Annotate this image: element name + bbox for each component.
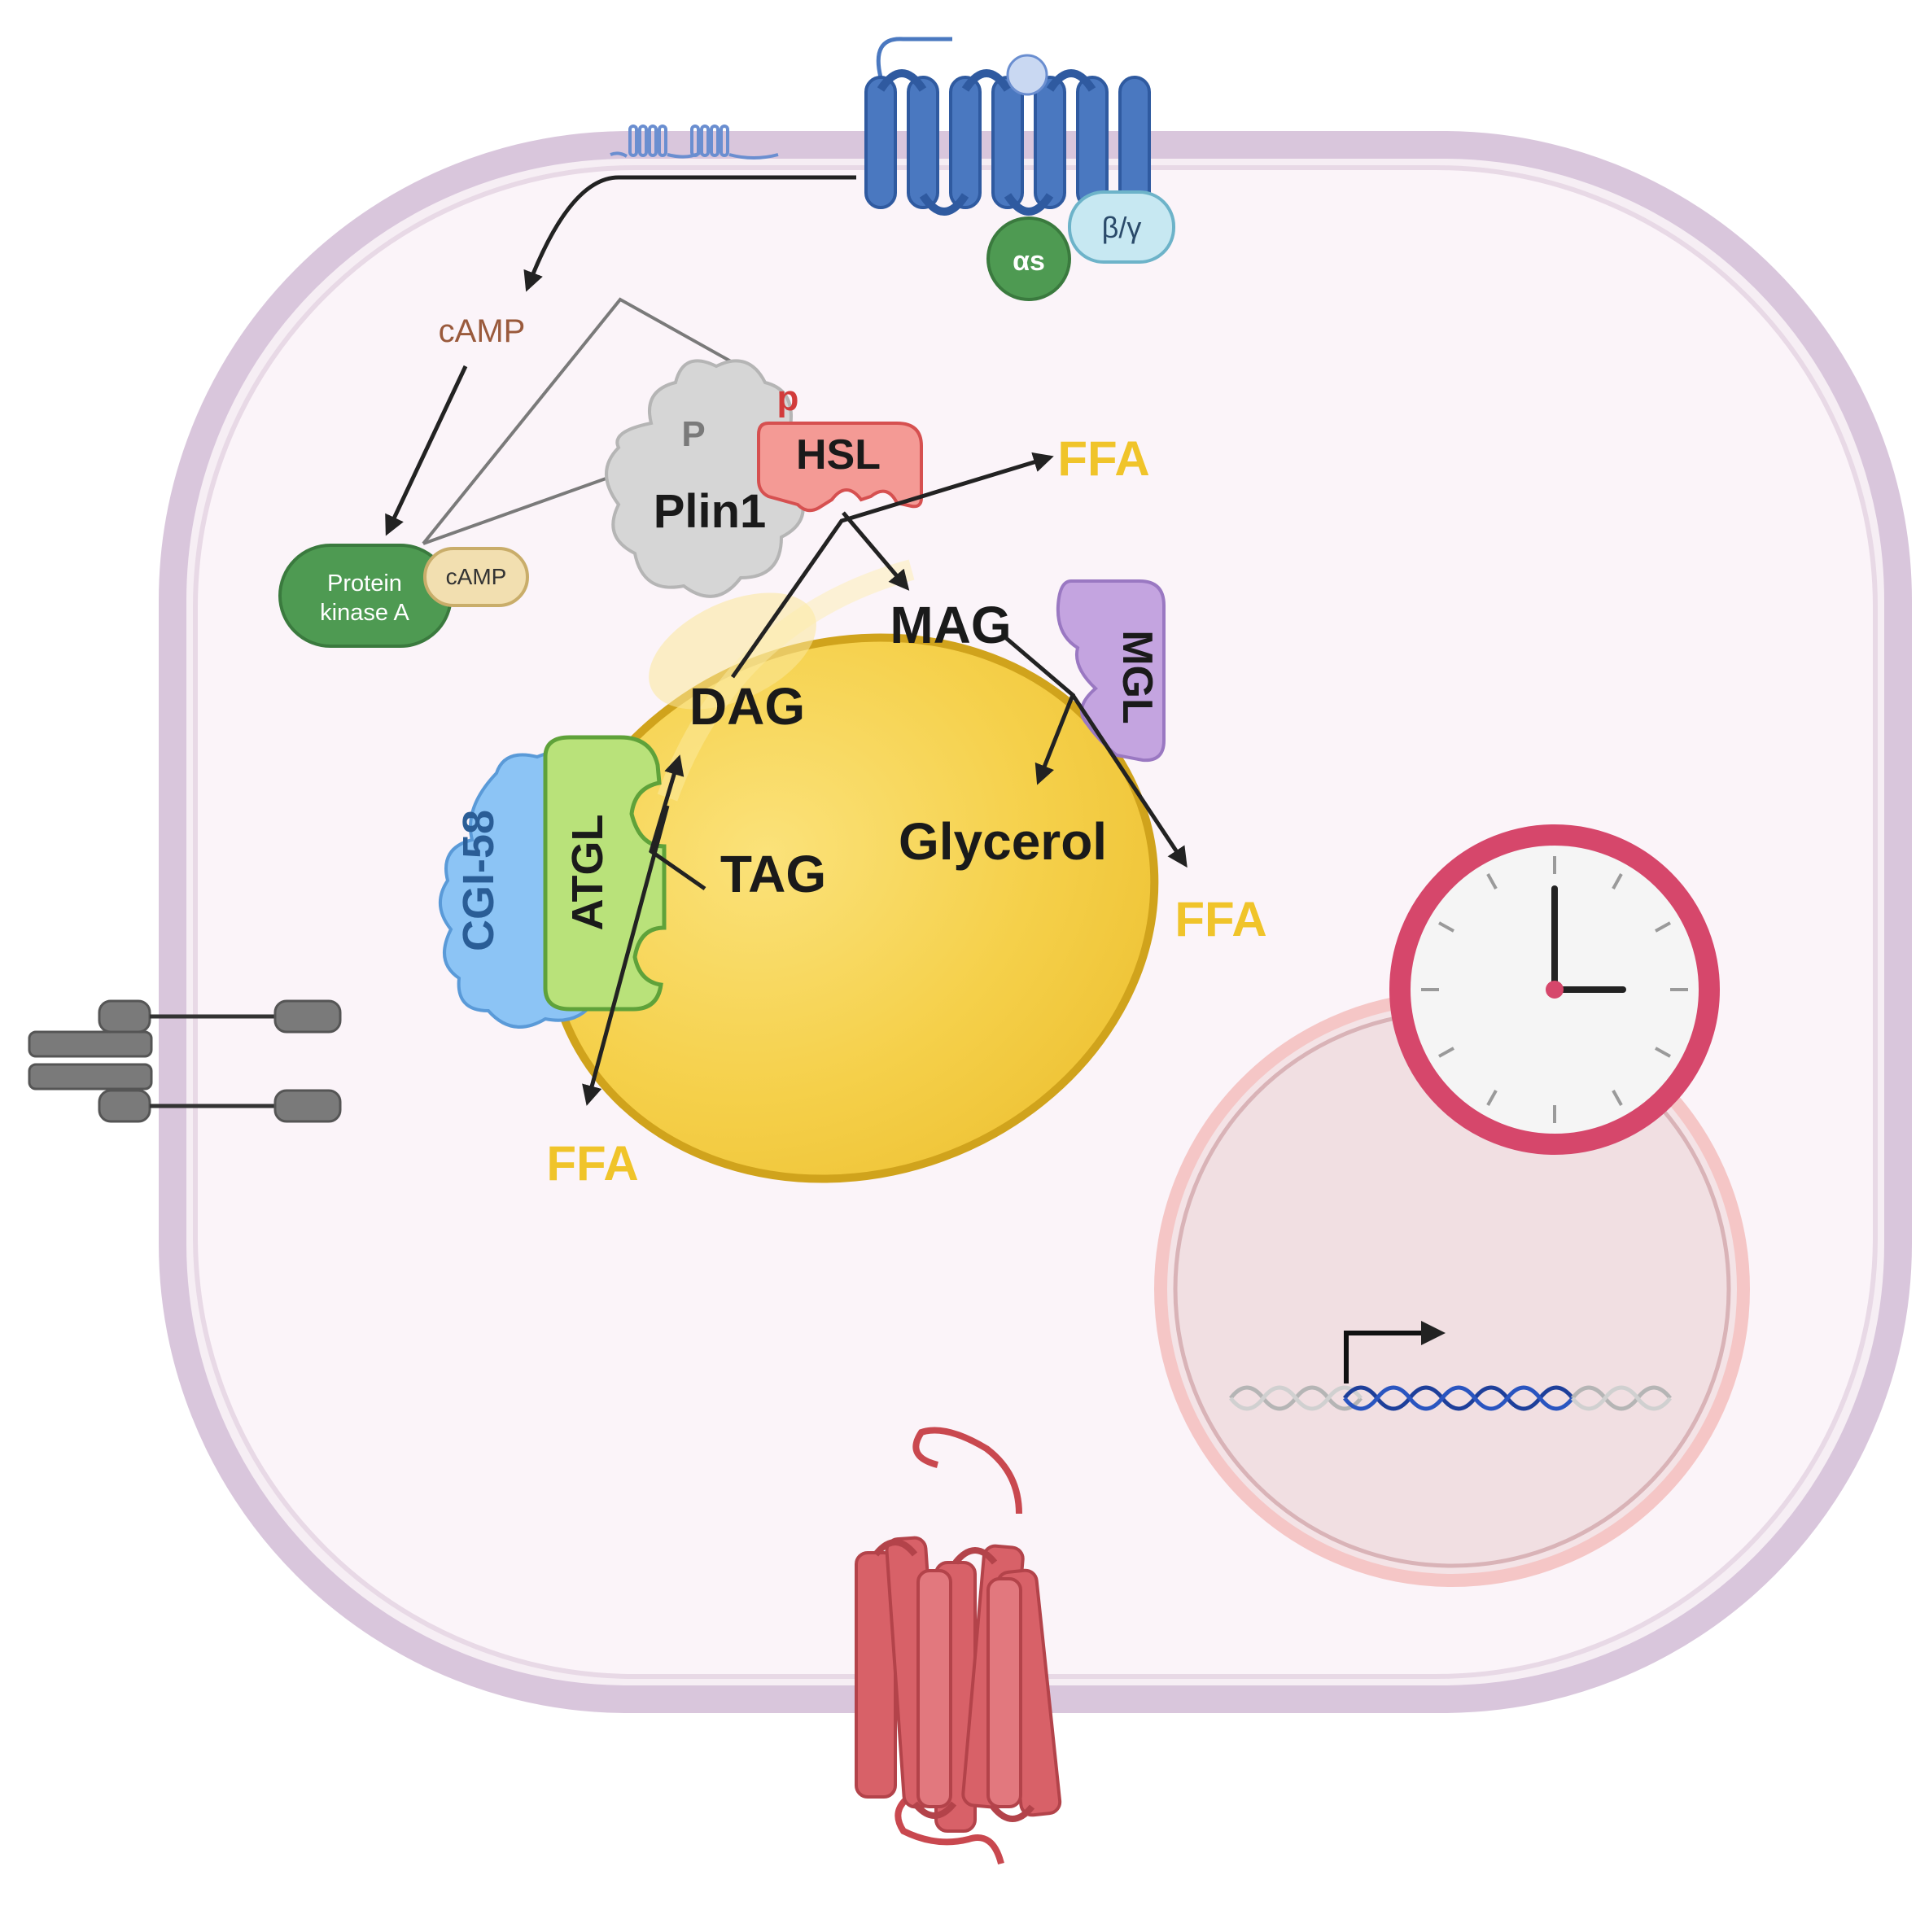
plin1: Plin1 P [605,359,806,598]
pka-label-line1: Protein [327,570,402,597]
glycerol-label: Glycerol [899,812,1107,871]
tag-label: TAG [720,845,826,903]
mag-label: MAG [890,596,1011,654]
atgl-label: ATGL [563,815,612,931]
dag-to-hsl-ffa-arrow [730,452,1054,679]
hsl-to-mag-arrow [842,511,910,591]
g-protein-beta-gamma-icon: β/γ [1068,190,1175,264]
beta-gamma-label: β/γ [1102,211,1142,244]
plin1-phospho-label: P [681,414,705,454]
integrin-receptor-icon [28,999,342,1123]
seven-transmembrane-receptor-icon [855,1427,1062,1865]
lipid-droplet [544,559,1159,1183]
cgi58-label: CGI-58 [454,810,503,951]
mgl-ffa-arrow [1070,693,1188,868]
ffa-right-label: FFA [1174,892,1266,946]
plin1-label: Plin1 [654,485,767,538]
camp-label: cAMP [439,313,526,349]
hsl-label: HSL [796,431,881,479]
ffa-bottom-label: FFA [546,1136,638,1191]
pka-label-line2: kinase A [320,600,409,626]
dna-helix-icon [1229,1385,1672,1411]
receptor-to-camp-arrow [523,175,856,292]
small-gpcr-icon [610,125,779,160]
protein-kinase-a: Protein kinase A cAMP [278,544,529,648]
alpha-s-label: αs [1013,246,1045,277]
ffa-top-label: FFA [1057,431,1149,486]
tag-to-dag-arrow [649,754,706,891]
atgl: ATGL [543,735,667,1012]
hsl: HSL p [757,378,923,513]
atgl-ffa-arrow [582,805,670,1106]
gpcr-receptor-icon [864,37,1151,216]
camp-to-pka-arrow [385,365,468,536]
dag-label: DAG [689,677,805,736]
hsl-phospho-label: p [777,378,799,418]
mgl-label: MGL [1113,630,1161,724]
transcription-arrow-icon [1344,1321,1446,1383]
g-protein-alpha-icon: αs [986,216,1071,301]
pka-to-hsl-arrow [422,297,760,545]
clock-icon [1389,824,1720,1155]
pka-camp-label: cAMP [446,564,507,589]
